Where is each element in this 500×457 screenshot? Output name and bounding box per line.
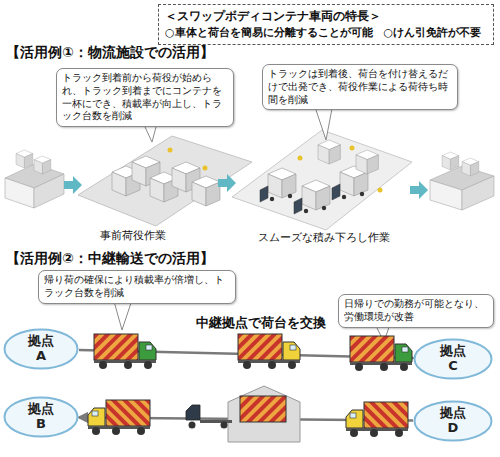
flow-arrow-part [410,181,428,199]
platform-preload-part [203,166,208,171]
truck-top-3 [350,336,412,371]
platform-preload-part [132,156,160,186]
warehouse-left-part [34,156,51,174]
ellipse-shape [5,398,78,437]
warehouse-right-part [462,158,479,176]
platform-preload-part [168,148,173,153]
flatbed-truck-part [189,422,196,429]
truck-bottom-2-part [346,402,408,437]
relay-hub-part [228,386,300,442]
ellipse-shape [415,402,492,441]
platform-preload-part [172,162,200,192]
node-text: トラックは到着後、荷台を付け替えるだけで出発でき、荷役作業による荷待ち時間を削減 [268,68,452,106]
feature-box: ＜スワップボディコンテナ車両の特長＞○車体と荷台を簡易に分離することが可能 ○け… [158,4,494,45]
platform-preload [78,136,252,226]
ellipse-shape [415,340,492,379]
route-arrow [79,417,413,420]
relay-hub [228,386,300,442]
flow-arrow-part [218,174,236,192]
platform-unload-part [294,180,330,214]
node-text: 拠点 B [26,402,56,432]
platform-unload-part [350,146,355,151]
base-ellipse: 拠点 A [3,328,79,370]
section-heading: 【活用例①：物流施設での活用】 [6,44,214,62]
illustration-caption: 事前荷役作業 [100,228,166,243]
flow-arrow [64,176,82,194]
warehouse-left-part [5,178,34,208]
warehouse-right-part [442,152,459,170]
node-text: 帰り荷の確保により積載率が倍増し、トラック台数を削減 [44,274,230,300]
platform-unload-part [260,168,296,202]
truck-top-1-part [94,334,156,369]
warehouse-right-part [462,176,494,210]
flatbed-truck [186,405,232,429]
platform-unload-part [232,130,412,230]
warehouse-left-part [34,174,64,208]
flow-arrow [410,181,428,199]
truck-bottom-1-part [88,400,150,435]
base-ellipse: 拠点 B [3,396,79,438]
warehouse-right [430,152,494,210]
relay-caption: 中継拠点で荷台を交換 [196,314,326,332]
platform-unload [232,130,412,230]
truck-bottom-2 [346,402,408,437]
route-arrow [79,350,413,358]
platform-unload-part [318,140,340,164]
illustration-caption: スムーズな積み下ろし作業 [258,230,390,245]
platform-unload-part [378,188,383,193]
flow-arrow-part [64,176,82,194]
platform-preload-part [112,166,140,196]
section-heading: 【活用例②：中継輸送での活用】 [6,250,214,268]
flatbed-truck-part [200,420,232,423]
platform-preload-part [78,136,252,226]
flatbed-truck-part [221,422,228,429]
platform-preload-part [192,176,220,206]
warehouse-left-part [16,150,33,168]
node-text: ＜スワップボディコンテナ車両の特長＞ [165,8,487,25]
warehouse-left-part [5,164,64,188]
node-text: 日帰りでの勤務が可能となり、労働環境が改善 [344,298,488,324]
relay-hub-part [240,396,286,422]
platform-unload-part [332,166,368,200]
ellipse-shape [5,330,78,369]
node-text: 拠点 A [26,334,56,364]
warehouse-right-part [430,180,462,210]
truck-bottom-1 [88,400,150,435]
node-text: 拠点 D [438,406,468,436]
callout-box: 日帰りでの勤務が可能となり、労働環境が改善 [338,294,494,328]
node-text: 拠点 C [438,344,468,374]
flatbed-truck-part [186,405,200,420]
truck-top-2-part [238,334,300,369]
callout-box: トラック到着前から荷役が始められ、トラック到着までにコンテナを一杯にでき、積載率… [56,68,234,127]
warehouse-left [5,150,64,208]
base-ellipse: 拠点 D [413,400,493,442]
base-ellipse: 拠点 C [413,338,493,380]
platform-preload-part [150,172,178,202]
node-body: ○車体と荷台を簡易に分離することが可能 ○けん引免許が不要 [165,25,487,41]
warehouse-right-part [430,166,494,190]
truck-top-3-part [350,336,412,371]
callout-box: 帰り荷の確保により積載率が倍増し、トラック台数を削減 [38,270,236,304]
platform-unload-part [356,150,378,174]
platform-unload-part [298,156,303,161]
flow-arrow [218,174,236,192]
truck-top-1 [94,334,156,369]
node-text: トラック到着前から荷役が始められ、トラック到着までにコンテナを一杯にでき、積載率… [62,72,228,123]
truck-top-2 [238,334,300,369]
callout-box: トラックは到着後、荷台を付け替えるだけで出発でき、荷役作業による荷待ち時間を削減 [262,64,458,110]
